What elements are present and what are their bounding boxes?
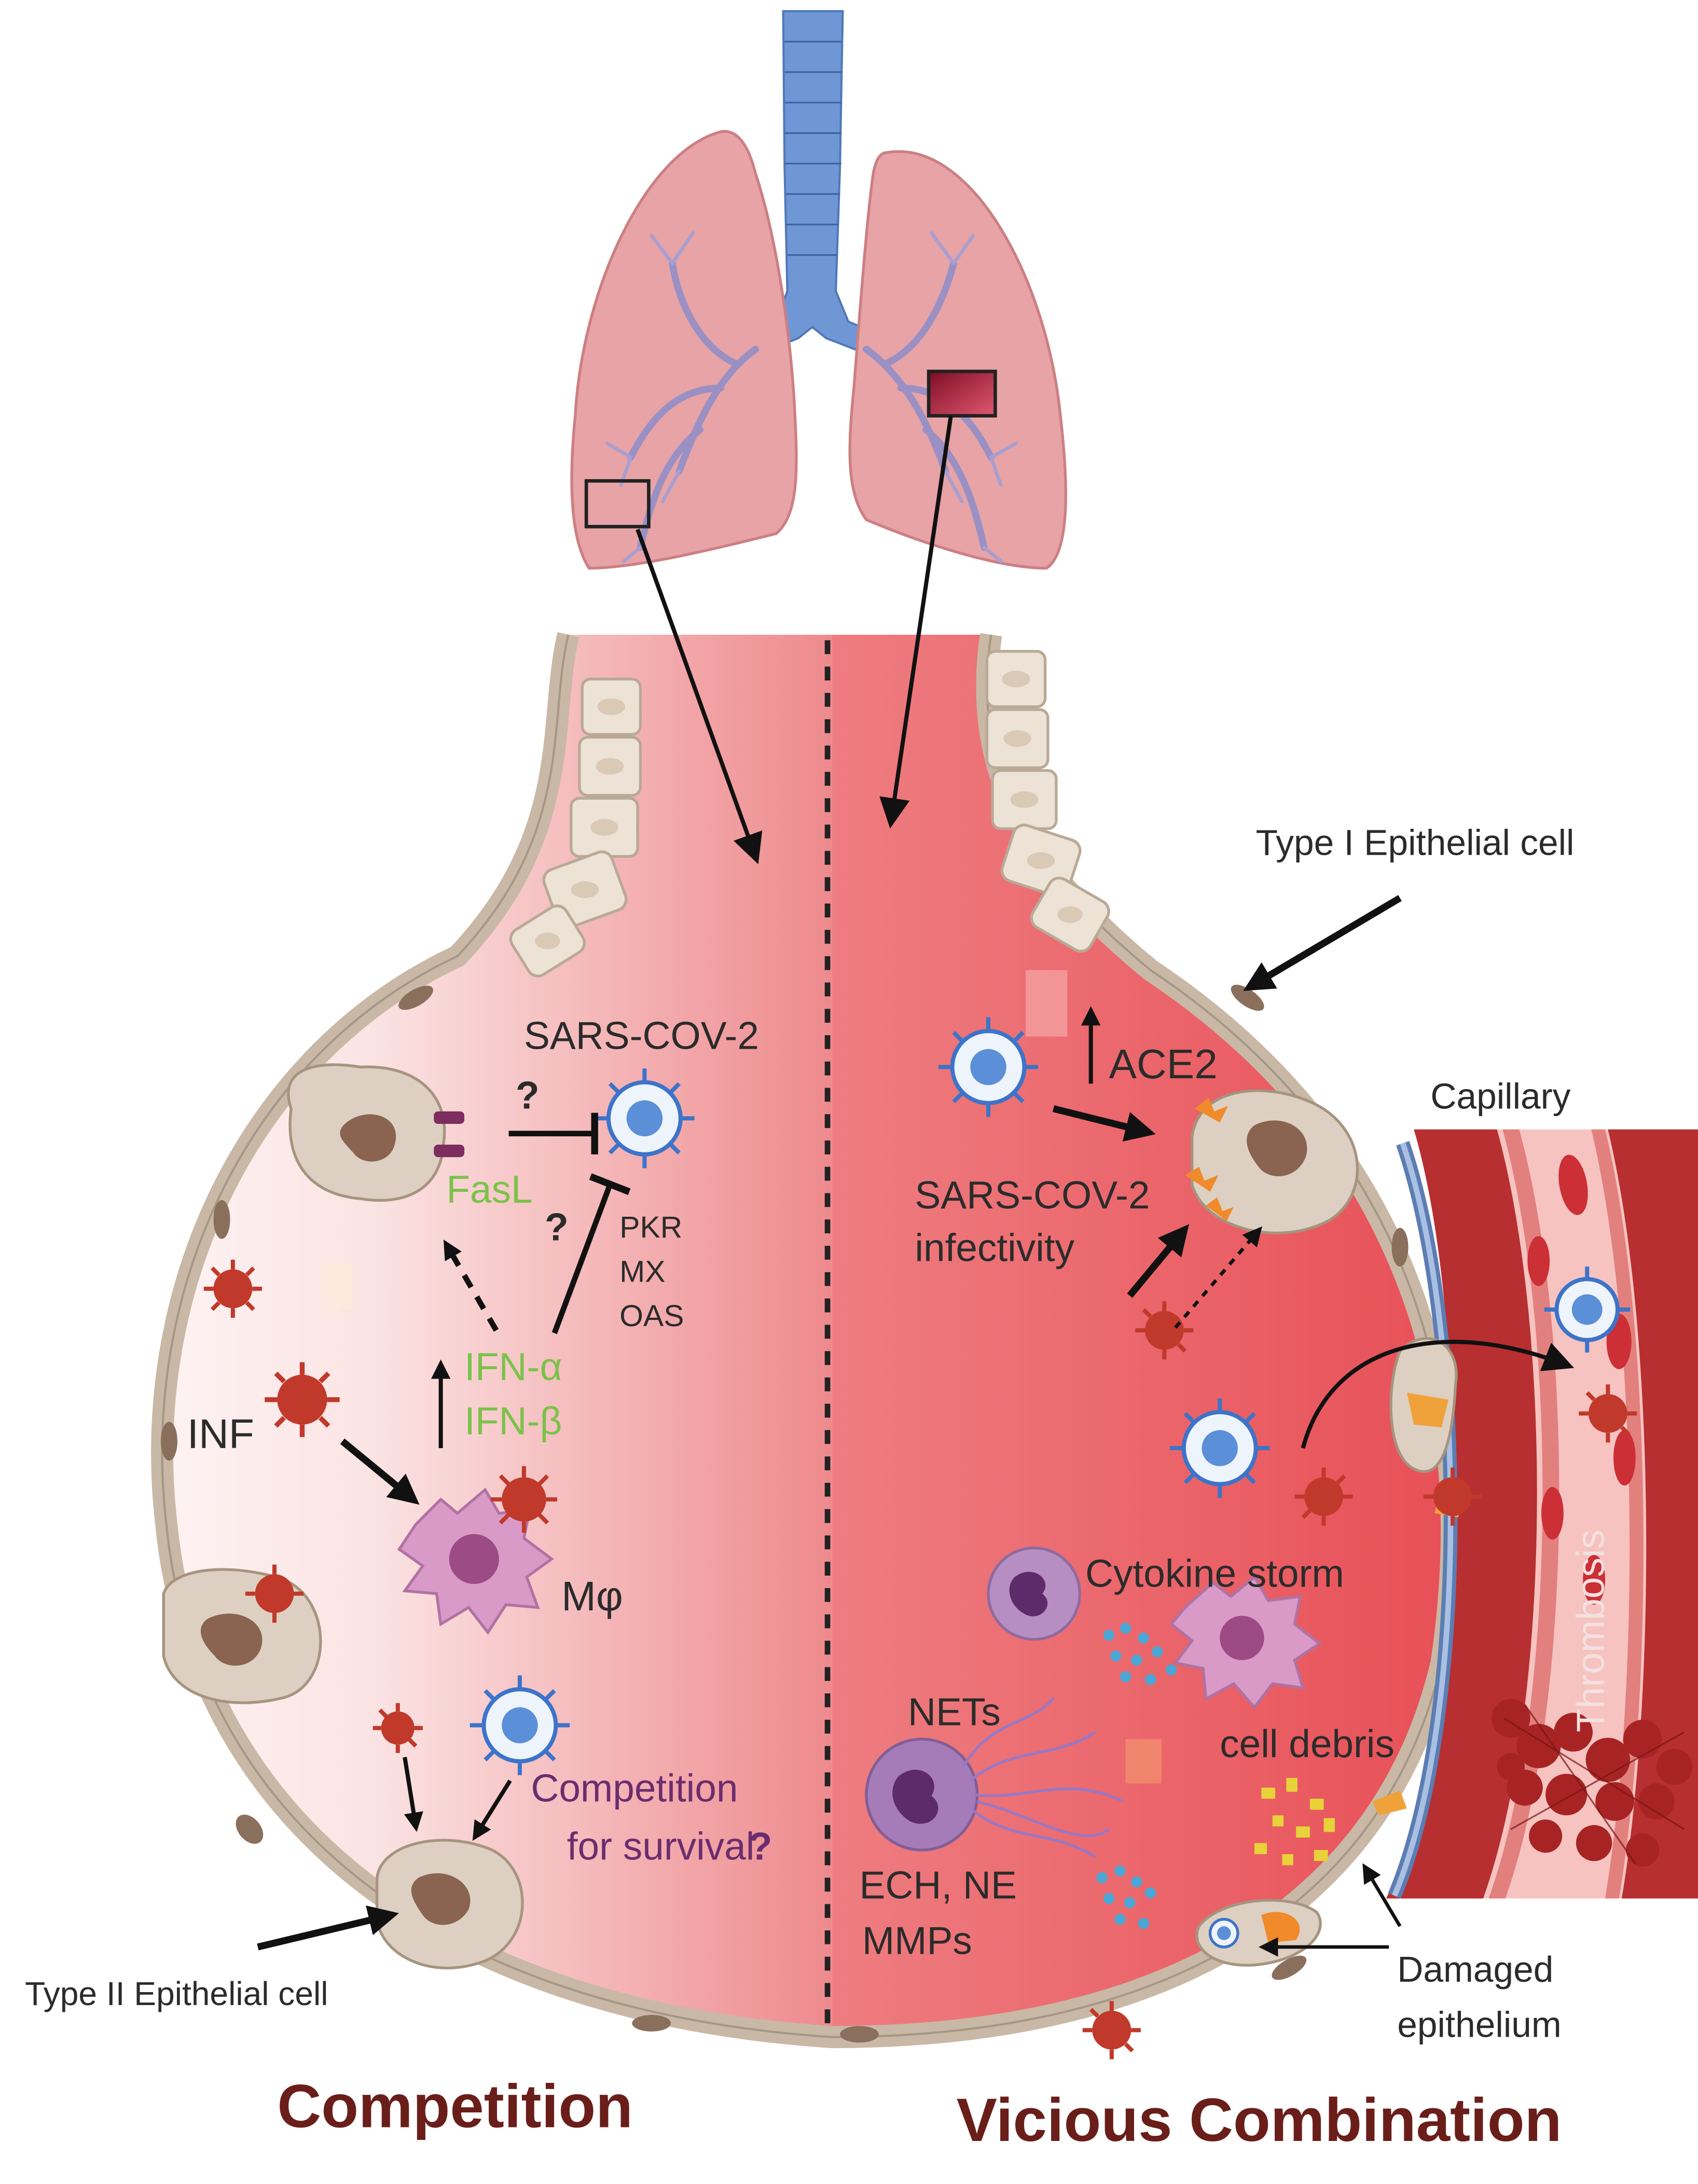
label-competition-line2: for survival xyxy=(567,1825,755,1868)
sars-virus-icons xyxy=(470,1017,1631,1949)
label-question-2: ? xyxy=(545,1205,569,1248)
label-damaged-line2: epithelium xyxy=(1397,2005,1562,2045)
label-sars-infectivity-line1: SARS-COV-2 xyxy=(915,1173,1150,1217)
arrows xyxy=(257,415,1575,1957)
thrombus xyxy=(1491,1699,1693,1867)
macrophage xyxy=(397,1487,554,1635)
label-damaged-line1: Damaged xyxy=(1397,1949,1553,1990)
label-oas: OAS xyxy=(619,1299,684,1333)
right-zoom-box xyxy=(927,369,997,418)
cytokine-dots xyxy=(1096,1622,1177,1929)
label-ifn-beta: IFN-β xyxy=(464,1399,562,1442)
label-pkr: PKR xyxy=(619,1211,682,1244)
label-sars-cov-2-left: SARS-COV-2 xyxy=(524,1014,759,1058)
title-competition: Competition xyxy=(277,2072,633,2140)
label-nets: NETs xyxy=(908,1690,1001,1734)
label-ifn-alpha: IFN-α xyxy=(464,1345,562,1388)
label-competition-question: ? xyxy=(749,1825,772,1868)
wall-nuclei xyxy=(160,984,1409,2043)
label-sars-infectivity-line2: infectivity xyxy=(915,1226,1074,1269)
label-cytokine-storm: Cytokine storm xyxy=(1085,1551,1344,1595)
type-ii-cell-bottom xyxy=(376,1839,524,1970)
label-ech-ne: ECH, NE xyxy=(860,1863,1017,1907)
bronchial-tree xyxy=(627,260,995,551)
label-inf: INF xyxy=(187,1410,254,1457)
capillary xyxy=(1386,1129,1698,1899)
nets-neutrophil xyxy=(865,1696,1124,1858)
bronchial-twigs xyxy=(605,231,1018,563)
label-competition-line1: Competition xyxy=(531,1766,738,1810)
label-mx: MX xyxy=(619,1255,665,1289)
type-ii-cell-right xyxy=(1185,1089,1359,1234)
lungs-illustration xyxy=(570,10,1067,570)
label-type-ii-cell: Type II Epithelial cell xyxy=(25,1975,328,2012)
trachea-rings xyxy=(784,40,841,256)
label-cell-debris: cell debris xyxy=(1220,1722,1395,1765)
type-ii-cell-left xyxy=(162,1568,322,1704)
cell-debris xyxy=(1254,1778,1335,1866)
right-lung xyxy=(848,150,1067,570)
left-lung xyxy=(570,130,798,570)
type-ii-cell-top xyxy=(287,1063,465,1202)
text-labels: SARS-COV-2 ? ? FasL PKR MX OAS IFN-α IFN… xyxy=(25,823,1612,2154)
title-vicious-combination: Vicious Combination xyxy=(957,2086,1562,2154)
label-type-i-cell: Type I Epithelial cell xyxy=(1256,823,1575,863)
left-zoom-box xyxy=(584,479,651,528)
damaged-cells xyxy=(1195,1337,1470,1967)
label-mmps: MMPs xyxy=(862,1918,972,1962)
label-ace2: ACE2 xyxy=(1109,1040,1217,1087)
label-capillary: Capillary xyxy=(1430,1076,1570,1117)
label-thrombosis: Thrombosis xyxy=(1568,1529,1612,1732)
label-question-1: ? xyxy=(516,1074,540,1117)
macrophage-right xyxy=(1169,1575,1322,1710)
influenza-virus-icons xyxy=(203,1259,1637,2060)
label-macrophage: Mφ xyxy=(561,1573,623,1619)
neutrophil-top xyxy=(987,1546,1082,1641)
label-fasl: FasL xyxy=(446,1167,532,1211)
